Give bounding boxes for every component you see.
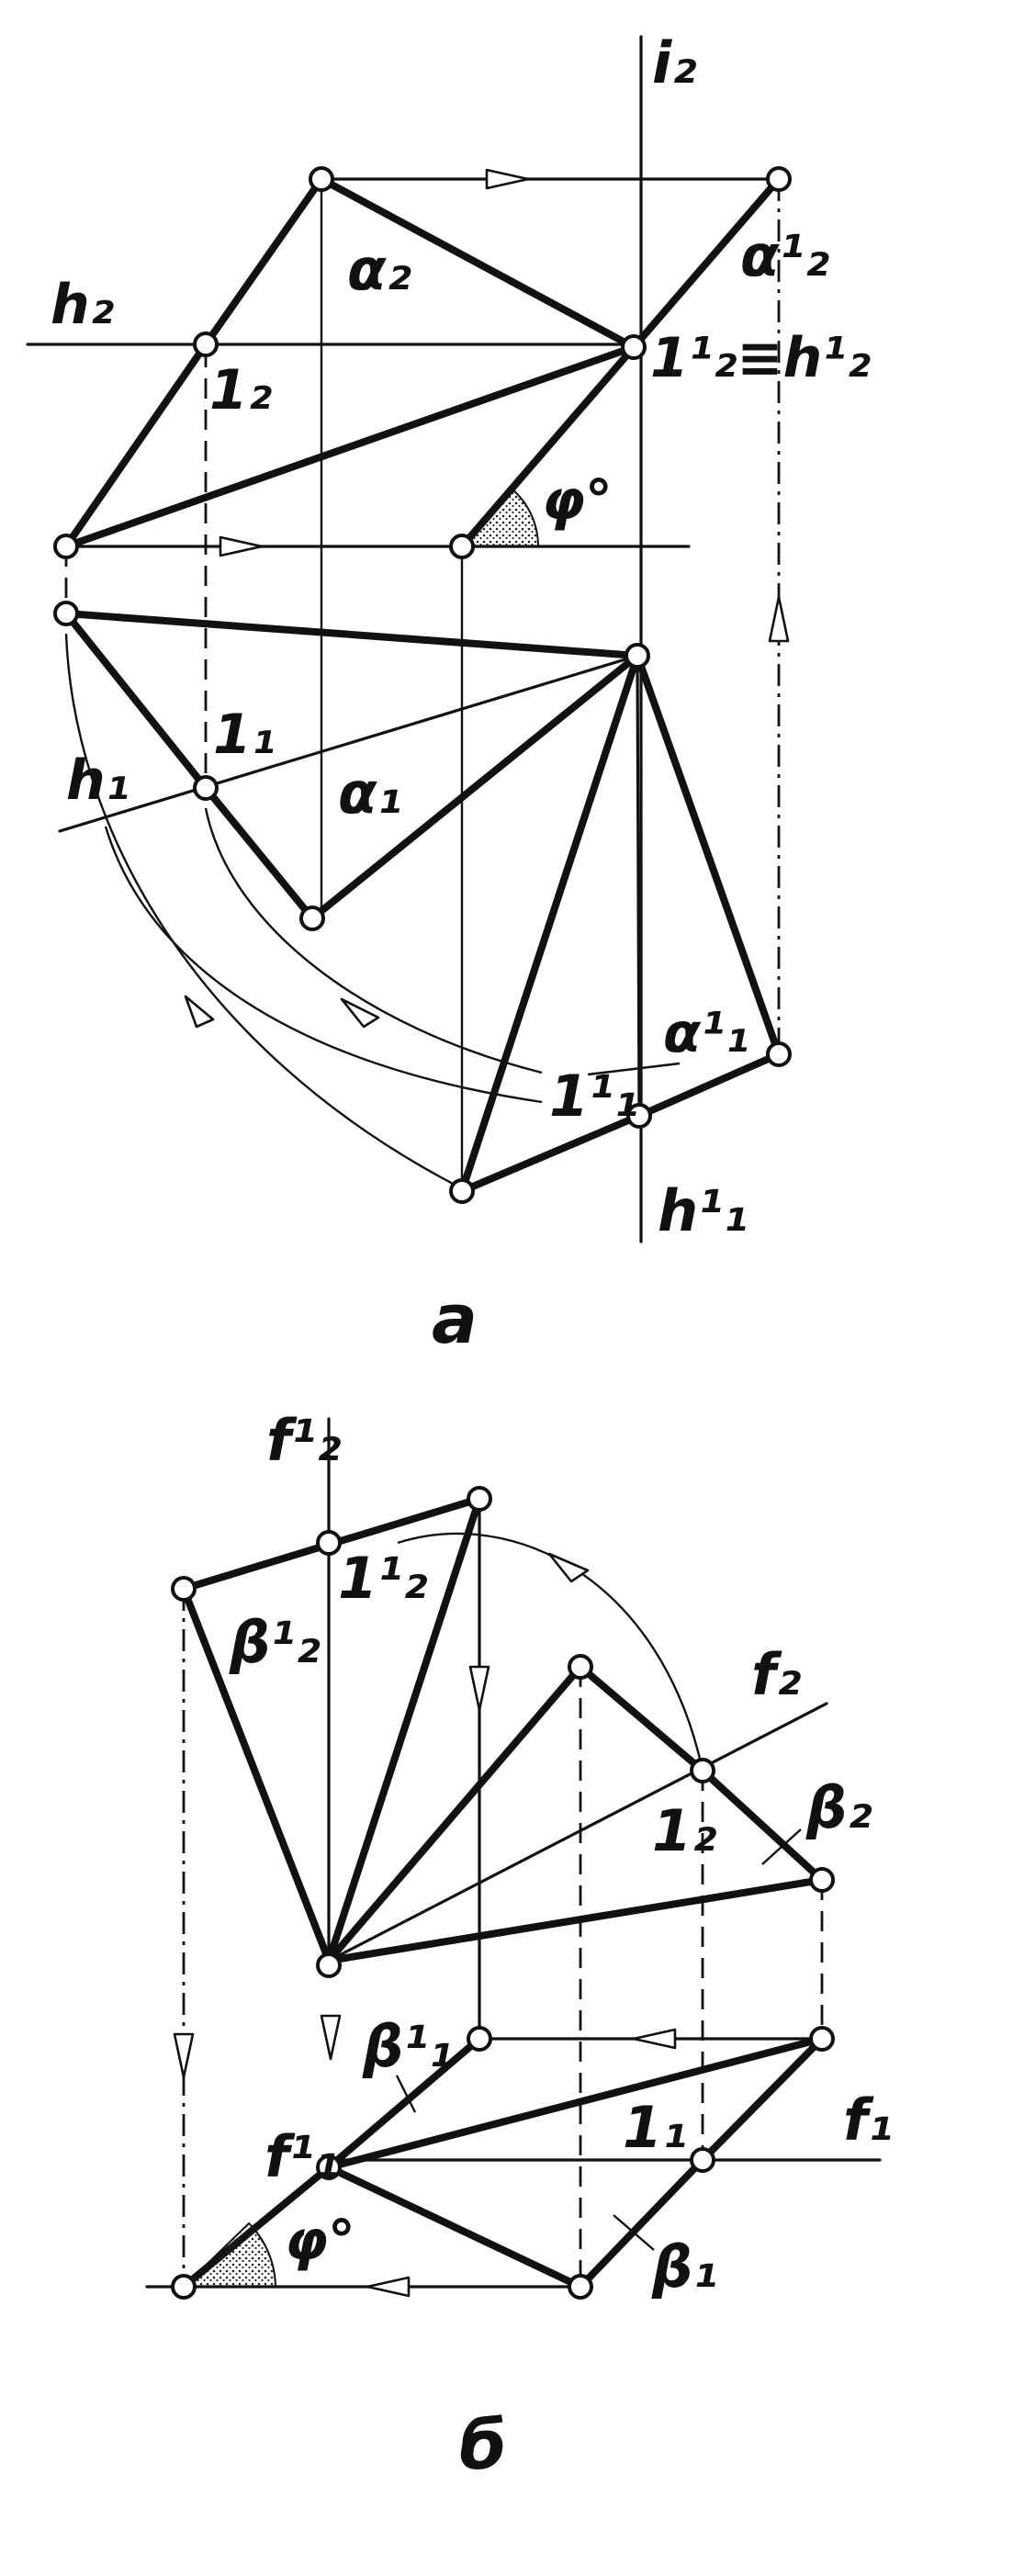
caption-a: а bbox=[432, 1280, 478, 1359]
label-1-1: 1₁ bbox=[213, 703, 276, 767]
edge-alpha2-1 bbox=[458, 175, 782, 550]
label-h1-1: h¹₁ bbox=[658, 1177, 748, 1244]
label-1-2: 1₂ bbox=[209, 358, 272, 422]
node-b-bottom-left bbox=[171, 2274, 197, 2300]
arc-outer bbox=[64, 633, 456, 1187]
arrow-b-left-down bbox=[173, 2032, 195, 2079]
edge-beta2-a bbox=[325, 1663, 584, 1964]
label-f2: f₂ bbox=[751, 1641, 801, 1708]
arrow-b-upper-left bbox=[632, 2028, 677, 2050]
leader-beta1-1 bbox=[395, 2075, 417, 2113]
node-b-right bbox=[809, 1867, 835, 1893]
arrow-arc-b bbox=[547, 1552, 590, 1583]
caption-b: б bbox=[459, 2406, 507, 2485]
label-beta2: β₂ bbox=[805, 1774, 872, 1841]
edge-beta2-c bbox=[325, 1876, 826, 1964]
label-phi-b: φ° bbox=[285, 2209, 355, 2273]
node-a-bottom bbox=[299, 906, 325, 931]
edge-alpha1-top bbox=[62, 610, 641, 659]
node-a-top-right bbox=[766, 166, 792, 192]
label-alpha1: α₁ bbox=[338, 759, 402, 827]
edge-beta2-1-right bbox=[325, 1495, 483, 1964]
node-a-left bbox=[53, 534, 79, 559]
label-beta1-1: β¹₁ bbox=[362, 2013, 454, 2080]
label-1-2-b: 1₂ bbox=[652, 1797, 716, 1864]
node-b-bottom-mid bbox=[568, 2274, 593, 2300]
node-b-center bbox=[316, 1952, 342, 1978]
leader-beta1 bbox=[613, 2214, 655, 2251]
arrow-base-right bbox=[219, 535, 264, 557]
leader-beta2 bbox=[761, 1828, 802, 1865]
line-f2 bbox=[327, 1702, 828, 1963]
arrow-top-right bbox=[485, 168, 530, 190]
arrow-right-up bbox=[768, 595, 790, 643]
node-1-2-1 bbox=[621, 334, 647, 360]
label-alpha1-1: α¹₁ bbox=[663, 1001, 749, 1065]
node-b-mid-apex bbox=[568, 1654, 593, 1680]
node-a-right-apex bbox=[625, 643, 650, 669]
figure-a: i₂ h₂ α₂ α¹₂ 1₂ 1¹₂≡h¹₂ φ° 1₁ h₁ α₁ α¹₁ … bbox=[26, 29, 871, 1359]
label-f1: f₁ bbox=[843, 2087, 893, 2154]
figure-b: f¹₂ 1¹₂ β¹₂ f₂ 1₂ β₂ β¹₁ f¹₁ 1₁ f₁ φ° β₁… bbox=[145, 1407, 893, 2485]
projector-a1-down bbox=[636, 654, 641, 1118]
label-h1: h₁ bbox=[66, 748, 129, 813]
node-1-1 bbox=[193, 775, 219, 801]
label-f1-1: f¹₁ bbox=[265, 2123, 339, 2190]
arrow-arc-outer bbox=[184, 995, 215, 1029]
node-a1-right bbox=[766, 1041, 792, 1067]
node-b-lower-right bbox=[809, 2026, 835, 2052]
edge-beta1-long bbox=[325, 2035, 826, 2171]
edge-beta2-1-left bbox=[180, 1585, 332, 1964]
node-a-top bbox=[309, 166, 334, 192]
edge-beta1-1 bbox=[325, 2035, 483, 2171]
node-b-1-1 bbox=[690, 2147, 715, 2173]
label-1-2-1-h2-1: 1¹₂≡h¹₂ bbox=[650, 326, 871, 390]
arc-inner bbox=[204, 807, 543, 1074]
node-b-f1-1 bbox=[316, 2154, 342, 2180]
label-alpha2-1: α¹₂ bbox=[740, 222, 829, 289]
label-1-2-1-b: 1¹₂ bbox=[338, 1545, 427, 1612]
node-b-1-2-1 bbox=[316, 1530, 342, 1556]
leader-1-1 bbox=[587, 1062, 681, 1076]
arrow-b-top-down bbox=[468, 1665, 490, 1712]
arrow-b-center-down bbox=[320, 2014, 342, 2061]
label-1-1-1: 1¹₁ bbox=[549, 1063, 638, 1130]
label-beta1: β₁ bbox=[651, 2233, 718, 2300]
label-h2: h₂ bbox=[51, 273, 114, 337]
edge-alpha1-right bbox=[309, 652, 641, 922]
node-b-lower-top bbox=[467, 2026, 492, 2052]
node-b-top-right bbox=[467, 1486, 492, 1512]
label-alpha2: α₂ bbox=[347, 236, 411, 303]
arrow-b-bottom-left bbox=[366, 2276, 411, 2298]
node-a-left-lower bbox=[53, 601, 79, 626]
node-a1-bottom bbox=[449, 1178, 475, 1204]
edge-beta1-b bbox=[325, 2164, 584, 2290]
angle-phi-b bbox=[181, 2222, 277, 2288]
angle-phi-a bbox=[459, 487, 540, 547]
node-1-1-1 bbox=[626, 1103, 652, 1129]
label-phi-a: φ° bbox=[542, 468, 613, 533]
node-1-2 bbox=[193, 332, 219, 357]
arrow-arc-inner bbox=[340, 997, 380, 1029]
label-f2-1: f¹₂ bbox=[266, 1407, 341, 1474]
label-i2: i₂ bbox=[652, 29, 696, 96]
label-beta2-1: β¹₂ bbox=[229, 1609, 321, 1676]
node-b-top-left bbox=[171, 1576, 197, 1602]
label-1-1-b: 1₁ bbox=[623, 2094, 687, 2161]
node-b-1-2 bbox=[690, 1758, 715, 1783]
node-phi-vertex bbox=[449, 534, 475, 559]
line-h1 bbox=[58, 654, 639, 833]
arc-middle bbox=[104, 826, 543, 1104]
